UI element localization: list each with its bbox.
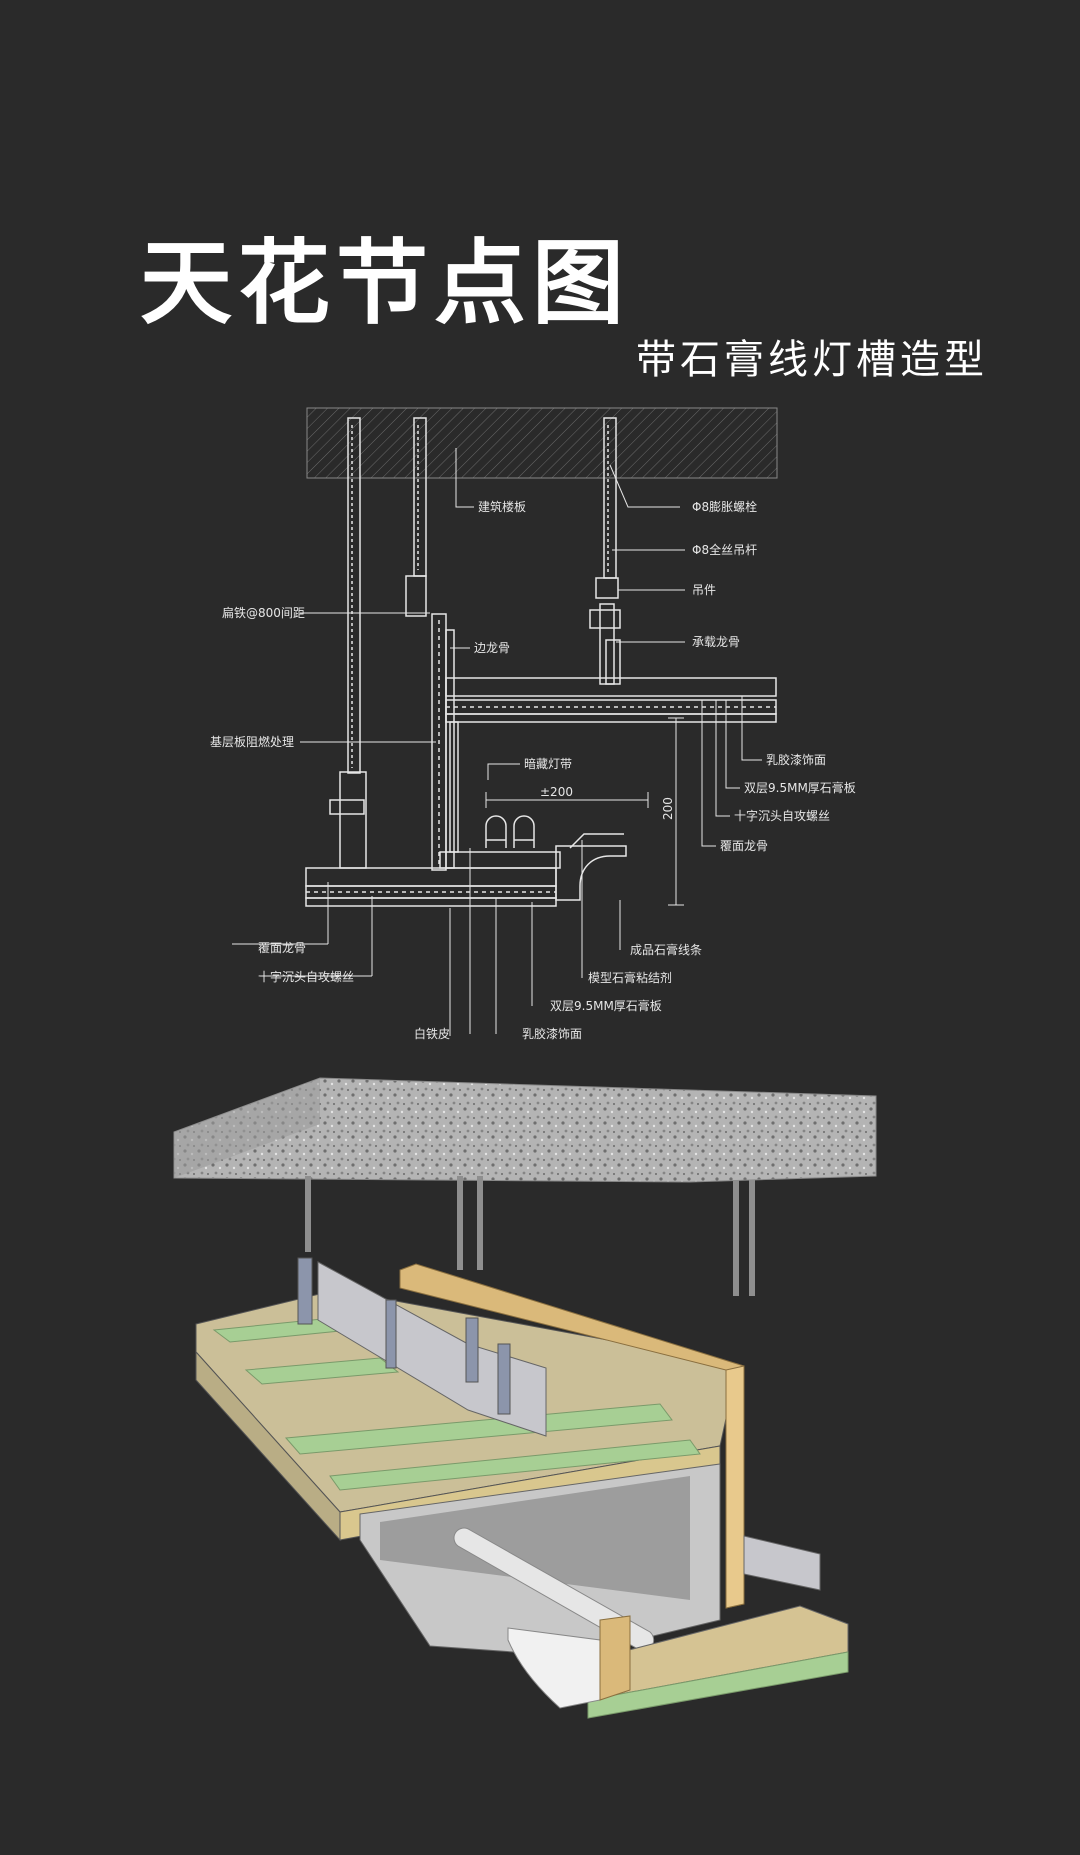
label-cover-keel-bottom: 覆面龙骨 <box>258 941 306 955</box>
label-screw-bottom: 十字沉头自攻螺丝 <box>258 969 354 984</box>
label-gypsum-adhesive: 模型石膏粘结剂 <box>588 970 672 985</box>
label-hanger: 吊件 <box>692 583 716 597</box>
label-building-slab: 建筑楼板 <box>478 499 526 514</box>
lower-ceiling <box>305 851 561 907</box>
hanger-rods <box>329 417 621 869</box>
dimensions <box>485 717 684 906</box>
label-screw-top: 十字沉头自攻螺丝 <box>734 808 830 823</box>
page-title: 天花节点图 <box>140 230 631 337</box>
label-flat-iron: 扁铁@800间距 <box>222 606 305 620</box>
label-latex-paint-bottom: 乳胶漆饰面 <box>522 1026 582 1041</box>
label-latex-paint-top: 乳胶漆饰面 <box>766 752 826 767</box>
label-gypsum-cornice: 成品石膏线条 <box>630 942 702 957</box>
label-dim-200-h: ±200 <box>540 785 573 799</box>
page-subtitle: 带石膏线灯槽造型 <box>636 337 988 383</box>
label-edge-keel: 边龙骨 <box>474 641 510 655</box>
label-gypsum-board-bottom: 双层9.5MM厚石膏板 <box>550 998 662 1013</box>
label-dim-200-v: 200 <box>661 797 675 820</box>
label-gypsum-board-top: 双层9.5MM厚石膏板 <box>744 780 856 795</box>
label-expansion-bolt: Φ8膨胀螺栓 <box>692 499 757 514</box>
label-main-keel: 承载龙骨 <box>692 635 740 649</box>
label-white-iron: 白铁皮 <box>414 1026 450 1041</box>
label-cover-keel-top: 覆面龙骨 <box>720 839 768 853</box>
cornice-3d <box>507 1627 601 1709</box>
led-and-cornice <box>485 815 627 901</box>
label-threaded-rod: Φ8全丝吊杆 <box>692 542 757 557</box>
building-slab <box>306 407 778 479</box>
leader-lines <box>232 448 762 1036</box>
label-fireproof-base: 基层板阻燃处理 <box>210 734 294 749</box>
isometric-render <box>173 1077 877 1719</box>
label-hidden-led: 暗藏灯带 <box>524 756 572 771</box>
